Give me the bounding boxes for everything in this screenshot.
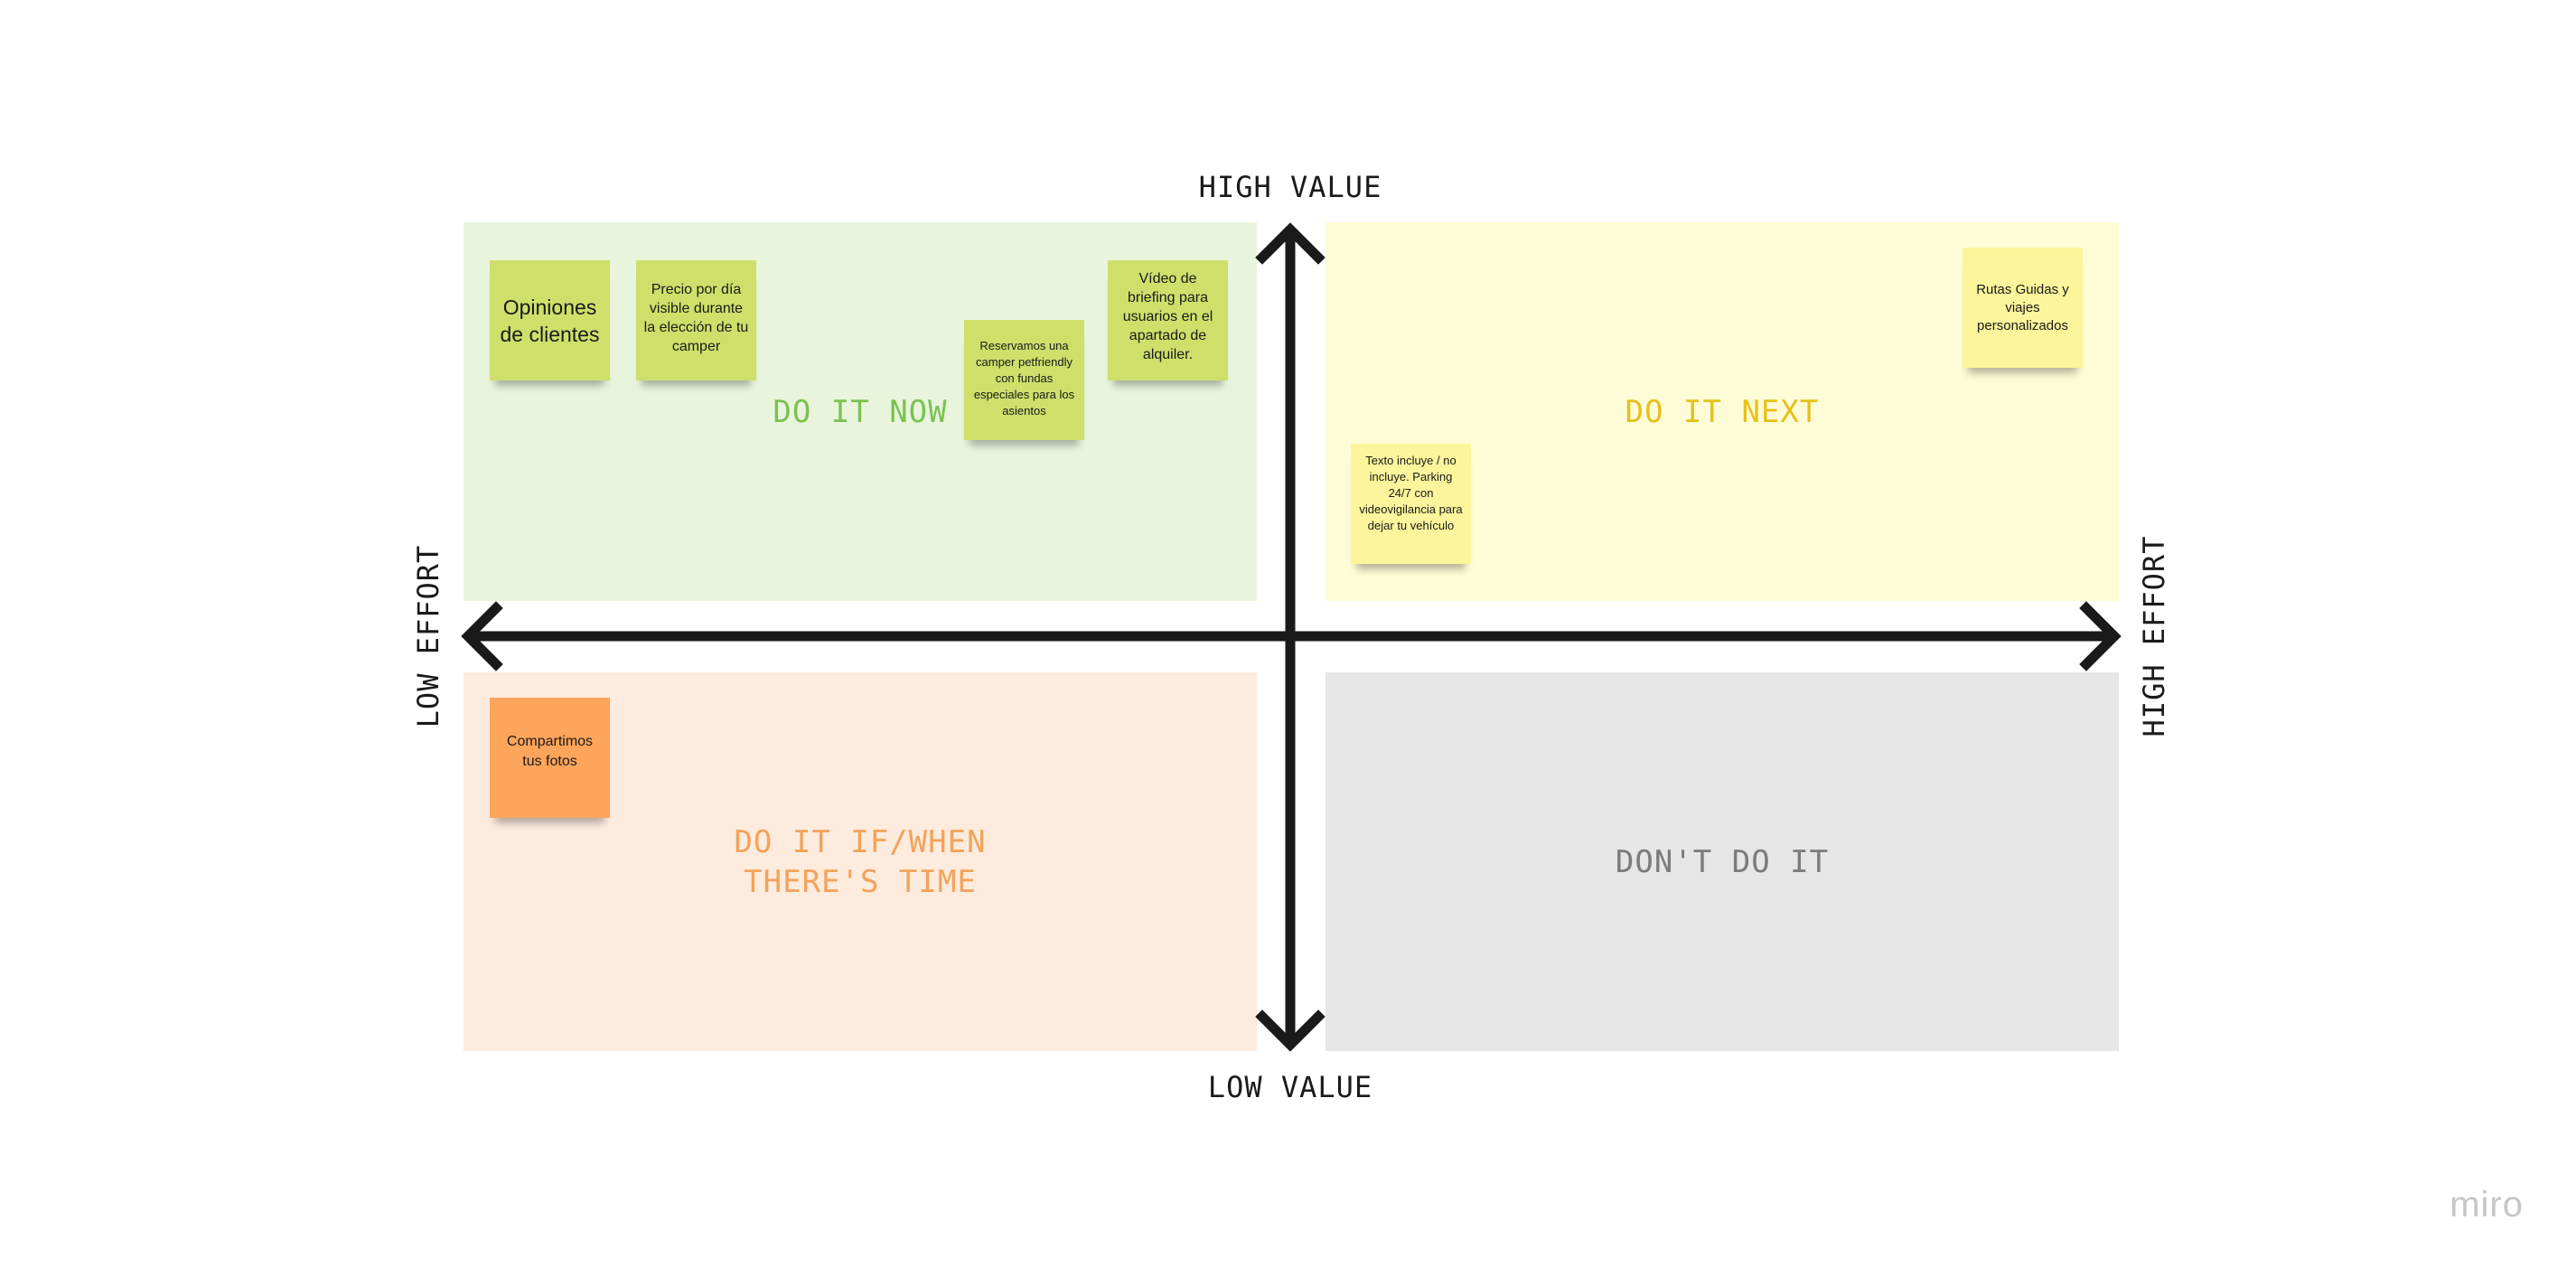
sticky-note-text: Vídeo de briefing para usuarios en el ap…: [1122, 271, 1213, 362]
sticky-note[interactable]: Rutas Guidas y viajes personalizados: [1962, 248, 2083, 368]
axis-label-high-effort: HIGH EFFORT: [2137, 535, 2171, 737]
sticky-note[interactable]: Compartimos tus fotos: [490, 698, 610, 818]
sticky-note[interactable]: Vídeo de briefing para usuarios en el ap…: [1108, 260, 1228, 380]
sticky-note-text: Texto incluye / no incluye. Parking 24/7…: [1359, 454, 1463, 532]
sticky-note-text: Opiniones de clientes: [500, 295, 600, 346]
quadrant-title-do-it-next: DO IT NEXT: [1625, 393, 1820, 430]
sticky-note-text: Compartimos tus fotos: [506, 734, 594, 769]
miro-logo: miro: [2450, 1185, 2524, 1225]
sticky-note[interactable]: Texto incluye / no incluye. Parking 24/7…: [1351, 444, 1471, 564]
sticky-note[interactable]: Reservamos una camper petfriendly con fu…: [964, 320, 1084, 440]
axis-label-high-value: HIGH VALUE: [1198, 170, 1382, 204]
arrow-head-right-icon: [2079, 601, 2122, 671]
sticky-note-text: Precio por día visible durante la elecci…: [643, 282, 749, 354]
arrow-head-left-icon: [461, 601, 503, 671]
axis-label-low-value: LOW VALUE: [1207, 1070, 1373, 1104]
arrow-head-up-icon: [1255, 222, 1325, 265]
sticky-note[interactable]: Precio por día visible durante la elecci…: [636, 260, 756, 380]
sticky-note-text: Rutas Guidas y viajes personalizados: [1976, 281, 2069, 333]
axis-label-low-effort: LOW EFFORT: [411, 544, 445, 728]
arrow-head-down-icon: [1255, 1009, 1325, 1052]
sticky-note[interactable]: Opiniones de clientes: [490, 260, 610, 380]
quadrant-title-do-it-now: DO IT NOW: [773, 393, 948, 430]
quadrant-title-do-it-if-when-time: DO IT IF/WHEN THERE'S TIME: [734, 823, 987, 900]
quadrant-dont-do-it: DON'T DO IT: [1325, 672, 2119, 1051]
quadrant-title-dont-do-it: DON'T DO IT: [1615, 843, 1830, 880]
sticky-note-text: Reservamos una camper petfriendly con fu…: [973, 339, 1075, 418]
